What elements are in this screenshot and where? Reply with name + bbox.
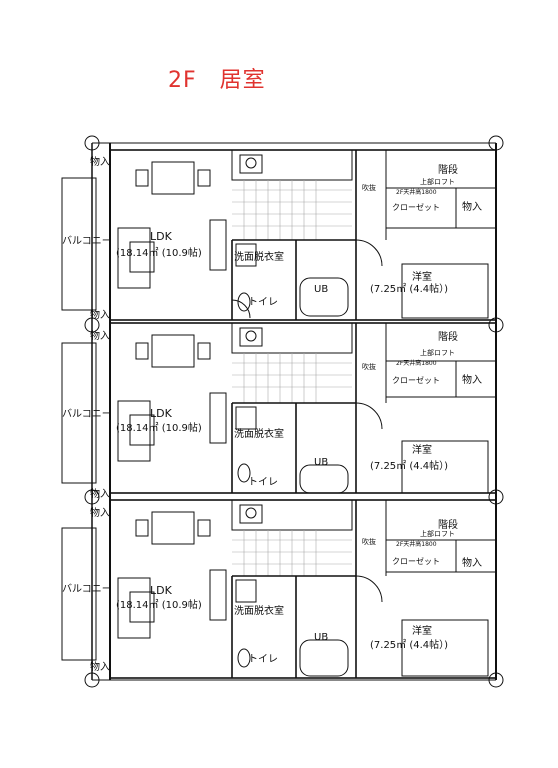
western-room-label: 洋室: [412, 270, 432, 283]
western-room-area: (7.25㎡ (4.4帖）): [370, 282, 448, 295]
bath-label: UB: [314, 284, 328, 295]
storage-top-label: 物入: [90, 506, 110, 519]
balcony-label: バルコニー: [62, 408, 112, 420]
closet-label: クローゼット: [392, 375, 440, 385]
ldk-area: (18.14㎡ (10.9帖): [116, 421, 202, 434]
bath-label: UB: [314, 632, 328, 643]
storage-bottom-label: 物入: [90, 660, 110, 673]
ldk-label: LDK: [150, 584, 173, 597]
western-room-label: 洋室: [412, 624, 432, 637]
washroom-label: 洗面脱衣室: [234, 250, 284, 263]
ldk-area: (18.14㎡ (10.9帖): [116, 598, 202, 611]
toilet-label: トイレ: [248, 297, 278, 308]
loft-label: 上部ロフト: [420, 177, 455, 186]
ceiling-label: 2F天井高1800: [396, 359, 437, 367]
balcony-label: バルコニー: [62, 235, 112, 247]
washroom-label: 洗面脱衣室: [234, 604, 284, 617]
toilet-label: トイレ: [248, 654, 278, 665]
western-room-label: 洋室: [412, 443, 432, 456]
washroom-label: 洗面脱衣室: [234, 427, 284, 440]
loft-label: 上部ロフト: [420, 529, 455, 538]
closet-storage-label: 物入: [462, 373, 482, 386]
ceiling-label: 2F天井高1800: [396, 540, 437, 548]
column-marker: [84, 672, 100, 688]
fukinuke-label: 吹抜: [362, 183, 376, 192]
toilet-label: トイレ: [248, 477, 278, 488]
closet-storage-label: 物入: [462, 200, 482, 213]
closet-label: クローゼット: [392, 556, 440, 566]
stairs-label: 階段: [438, 163, 458, 176]
closet-label: クローゼット: [392, 202, 440, 212]
storage-bottom-label: 物入: [90, 487, 110, 500]
ldk-label: LDK: [150, 230, 173, 243]
storage-top-label: 物入: [90, 155, 110, 168]
page-title: 2F 居室: [168, 68, 266, 93]
ceiling-label: 2F天井高1800: [396, 188, 437, 196]
column-marker: [84, 135, 100, 151]
bath-label: UB: [314, 457, 328, 468]
storage-top-label: 物入: [90, 329, 110, 342]
storage-bottom-label: 物入: [90, 308, 110, 321]
unit-2: LDK (18.14㎡ (10.9帖) バルコニー 物入 物入 洗面脱衣室 トイ…: [61, 322, 497, 500]
unit-1: LDK (18.14㎡ (10.9帖) バルコニー 物入 物入 洗面脱衣室 トイ…: [61, 149, 497, 321]
closet-storage-label: 物入: [462, 556, 482, 569]
column-marker: [84, 317, 100, 333]
fukinuke-label: 吹抜: [362, 537, 376, 546]
western-room-area: (7.25㎡ (4.4帖）): [370, 638, 448, 651]
balcony-label: バルコニー: [62, 583, 112, 595]
stairs-label: 階段: [438, 330, 458, 343]
column-marker: [84, 489, 100, 505]
stairs-label: 階段: [438, 518, 458, 531]
unit-3: LDK (18.14㎡ (10.9帖) バルコニー 物入 物入 洗面脱衣室 トイ…: [61, 499, 497, 679]
western-room-area: (7.25㎡ (4.4帖）): [370, 459, 448, 472]
loft-label: 上部ロフト: [420, 348, 455, 357]
fukinuke-label: 吹抜: [362, 362, 376, 371]
ldk-area: (18.14㎡ (10.9帖): [116, 246, 202, 259]
ldk-label: LDK: [150, 407, 173, 420]
